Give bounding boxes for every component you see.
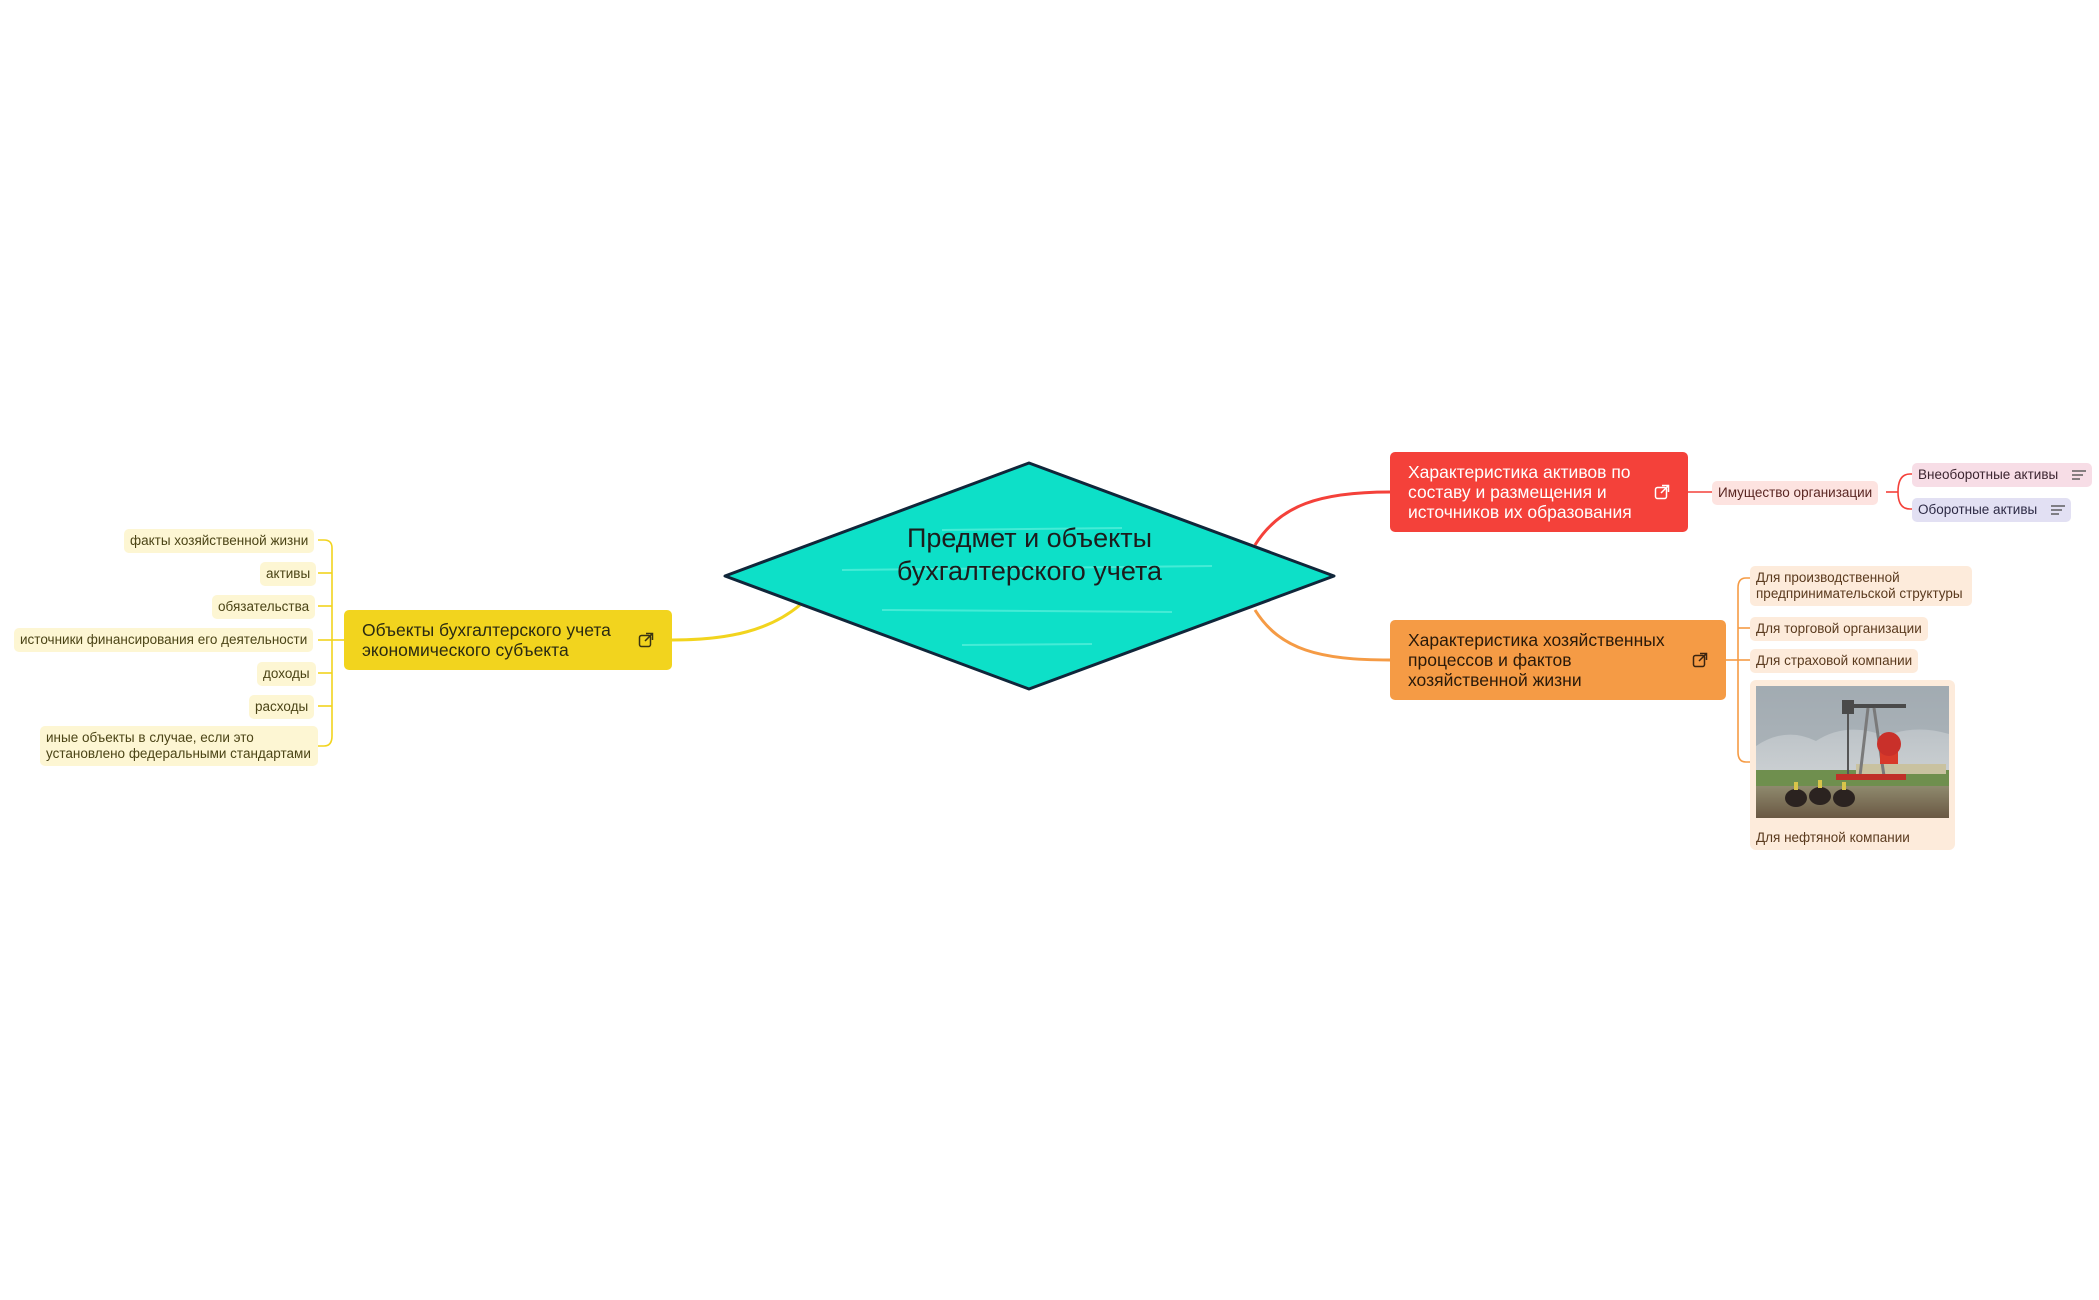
connector-processes-children xyxy=(1726,577,1750,763)
external-link-icon[interactable] xyxy=(1654,484,1670,500)
subtopic-insurance-company[interactable]: Для страховой компании xyxy=(1750,649,1919,673)
subtopic-expenses[interactable]: расходы xyxy=(249,695,315,719)
oil-company-caption: Для нефтяной компании xyxy=(1756,830,1910,845)
subtopic-assets[interactable]: активы xyxy=(260,562,317,586)
connector-central-processes xyxy=(1253,609,1391,662)
note-icon[interactable] xyxy=(2071,470,2086,481)
subtopic-economic-facts[interactable]: факты хозяйственной жизни xyxy=(124,529,315,553)
topic-accounting-objects-label: Объекты бухгалтерского учета экономическ… xyxy=(362,620,611,660)
connector-central-assets xyxy=(1253,490,1391,546)
subtopic-current-assets-label: Оборотные активы xyxy=(1918,502,2038,517)
topic-business-processes-label: Характеристика хозяйственных процессов и… xyxy=(1408,630,1665,690)
subtopic-financing-sources[interactable]: источники финансирования его деятельност… xyxy=(14,628,314,652)
connector-property-children xyxy=(1886,473,1912,510)
subtopic-liabilities[interactable]: обязательства xyxy=(212,595,316,619)
external-link-icon[interactable] xyxy=(638,632,654,648)
subtopic-oil-company[interactable]: Для нефтяной компании xyxy=(1750,680,1955,850)
connector-objects-children xyxy=(318,539,344,747)
external-link-icon[interactable] xyxy=(1692,652,1708,668)
subtopic-other-objects[interactable]: иные объекты в случае, если это установл… xyxy=(40,726,318,766)
subtopic-income[interactable]: доходы xyxy=(257,662,316,686)
subtopic-production-structure[interactable]: Для производственной предпринимательской… xyxy=(1750,566,1972,606)
central-topic[interactable]: Предмет и объекты бухгалтерского учета xyxy=(722,460,1337,692)
note-icon[interactable] xyxy=(2051,505,2065,516)
connector-central-objects xyxy=(671,603,801,642)
topic-assets-characteristics-label: Характеристика активов по составу и разм… xyxy=(1408,462,1632,522)
topic-assets-characteristics[interactable]: Характеристика активов по составу и разм… xyxy=(1390,452,1688,532)
central-topic-title: Предмет и объекты бухгалтерского учета xyxy=(896,523,1163,586)
subtopic-noncurrent-assets-label: Внеоборотные активы xyxy=(1918,467,2059,482)
subtopic-trade-organization[interactable]: Для торговой организации xyxy=(1750,617,1928,641)
topic-accounting-objects[interactable]: Объекты бухгалтерского учета экономическ… xyxy=(344,610,672,670)
topic-business-processes[interactable]: Характеристика хозяйственных процессов и… xyxy=(1390,620,1726,700)
subtopic-current-assets[interactable]: Оборотные активы xyxy=(1912,498,2071,522)
subtopic-noncurrent-assets[interactable]: Внеоборотные активы xyxy=(1912,463,2092,487)
subtopic-organization-property[interactable]: Имущество организации xyxy=(1712,481,1879,505)
oil-pump-photo xyxy=(1756,686,1949,818)
